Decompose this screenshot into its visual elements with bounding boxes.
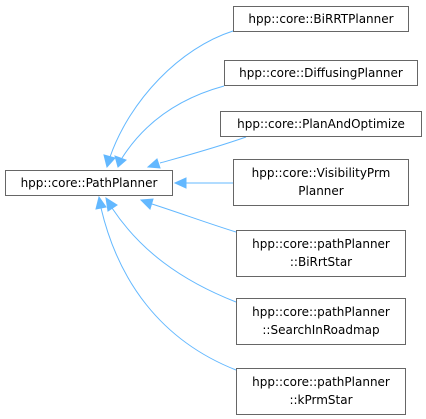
class-label-birrtplanner: hpp::core::BiRRTPlanner [248, 12, 393, 26]
class-node-planandoptimize[interactable]: hpp::core::PlanAndOptimize [220, 111, 422, 137]
edge-diffusingplanner-to-pathplanner [114, 85, 225, 168]
class-label-kprmstar-line1: hpp::core::pathPlanner [252, 375, 390, 389]
class-node-birrtstar[interactable]: hpp::core::pathPlanner ::BiRrtStar [236, 230, 406, 277]
edge-planandoptimize-to-pathplanner [146, 136, 247, 169]
class-node-kprmstar[interactable]: hpp::core::pathPlanner ::kPrmStar [236, 368, 406, 415]
edge-visibilityprmplanner-to-pathplanner [173, 177, 233, 189]
class-node-searchinroadmap[interactable]: hpp::core::pathPlanner ::SearchInRoadmap [236, 298, 406, 345]
class-node-birrtplanner[interactable]: hpp::core::BiRRTPlanner [233, 6, 409, 32]
class-label-searchinroadmap-line1: hpp::core::pathPlanner [252, 305, 390, 319]
class-label-birrtstar-line1: hpp::core::pathPlanner [252, 237, 390, 251]
class-label-visibilityprmplanner-line2: Planner [298, 184, 344, 198]
class-node-diffusingplanner[interactable]: hpp::core::DiffusingPlanner [224, 60, 418, 86]
edges-layer [95, 30, 247, 371]
class-label-planandoptimize: hpp::core::PlanAndOptimize [237, 117, 405, 131]
class-label-diffusingplanner: hpp::core::DiffusingPlanner [239, 66, 403, 80]
class-label-kprmstar-line2: ::kPrmStar [289, 393, 352, 407]
class-label-birrtstar-line2: ::BiRrtStar [290, 255, 352, 269]
edge-birrtplanner-to-pathplanner [103, 30, 234, 169]
class-node-pathplanner[interactable]: hpp::core::PathPlanner [5, 170, 173, 196]
edge-birrtstar-to-pathplanner [139, 198, 237, 233]
class-label-searchinroadmap-line2: ::SearchInRoadmap [262, 323, 379, 337]
edge-searchinroadmap-to-pathplanner [105, 196, 237, 303]
class-node-visibilityprmplanner[interactable]: hpp::core::VisibilityPrm Planner [233, 159, 409, 206]
class-label-visibilityprmplanner-line1: hpp::core::VisibilityPrm [252, 166, 391, 180]
edge-kprmstar-to-pathplanner [95, 195, 237, 371]
class-label-pathplanner: hpp::core::PathPlanner [21, 176, 158, 190]
